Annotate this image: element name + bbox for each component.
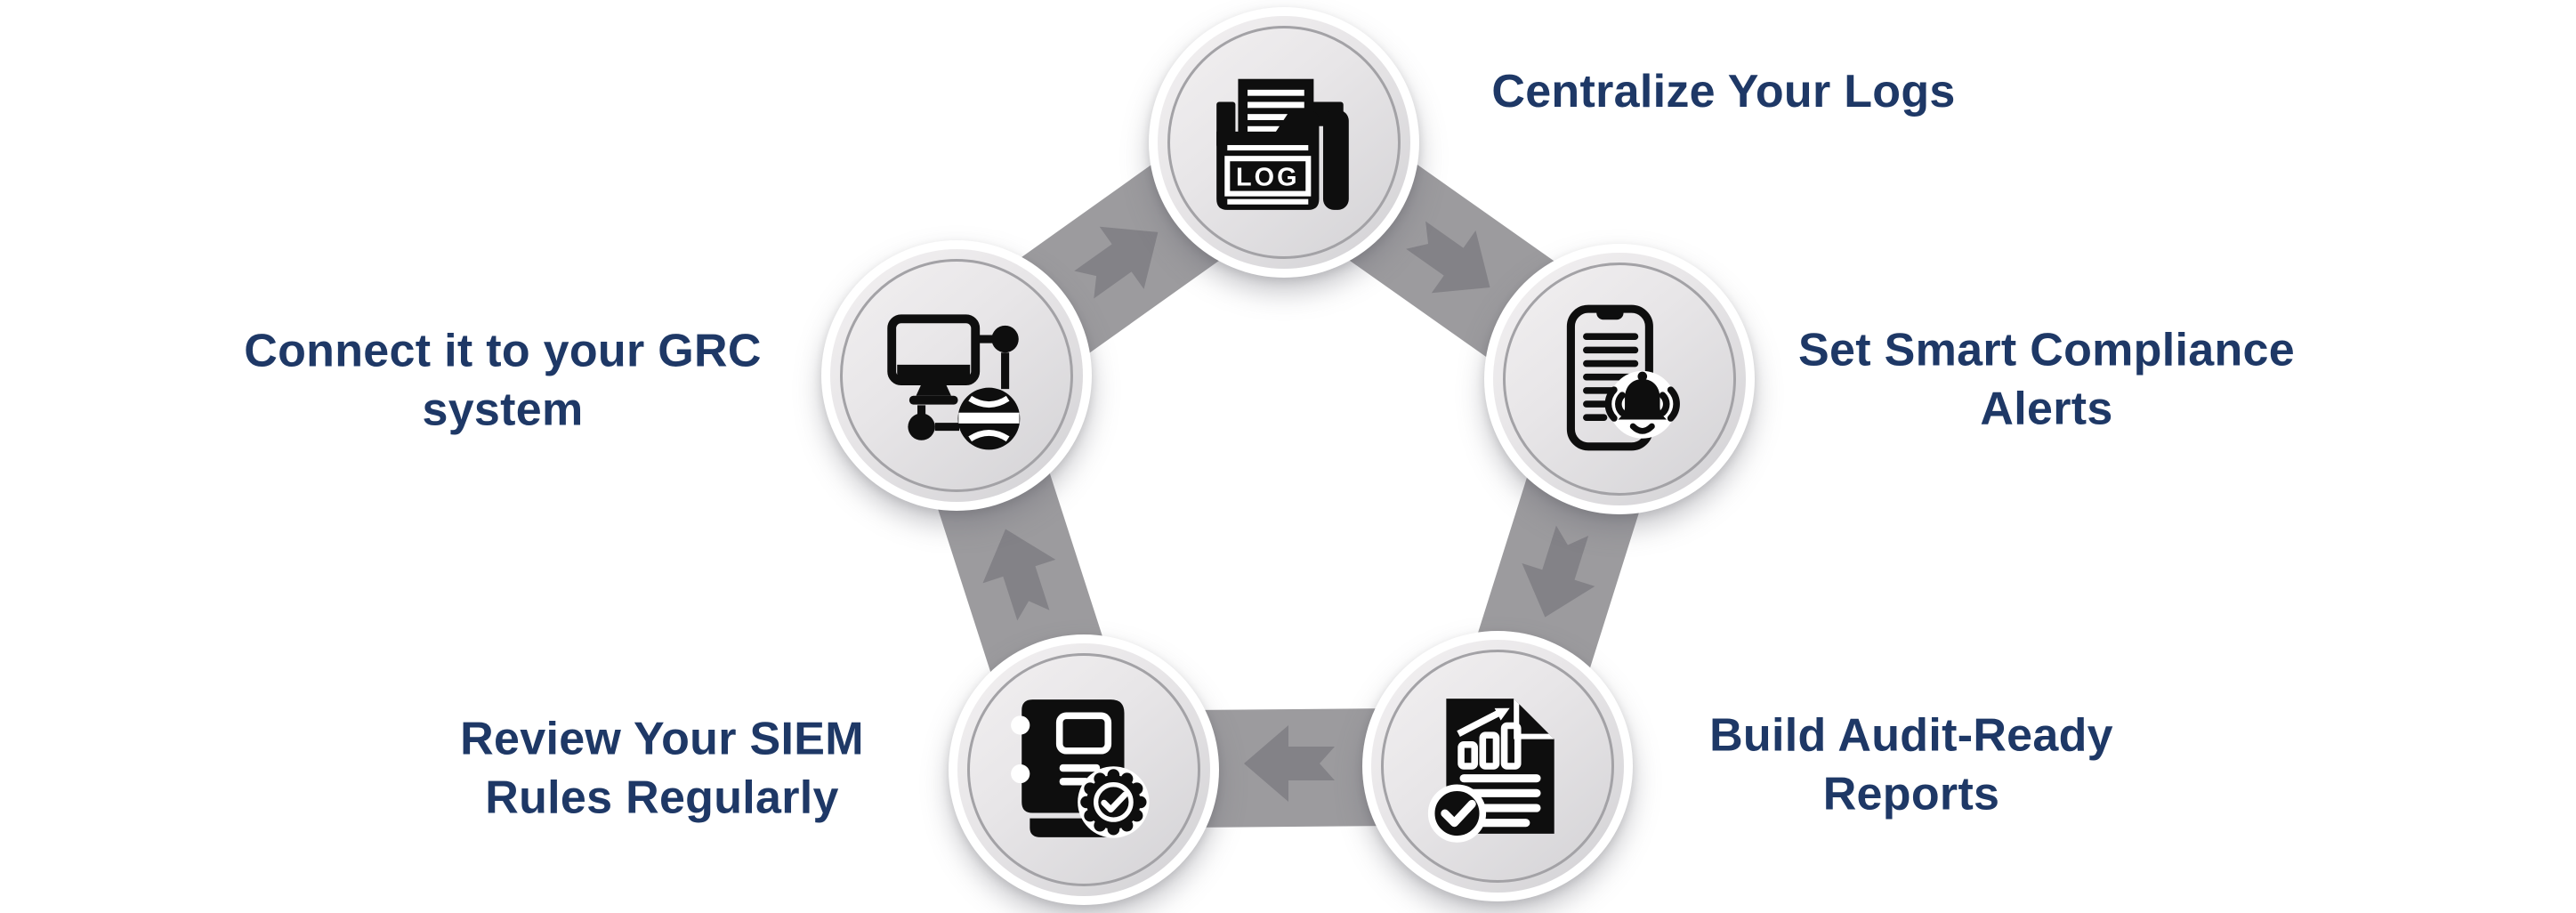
rulebook-approval-badge-icon bbox=[1011, 699, 1150, 838]
step-node-set-smart-compliance-alerts bbox=[1484, 244, 1755, 514]
step-label-set-smart-compliance-alerts: Set Smart Compliance Alerts bbox=[1798, 324, 2295, 434]
step-node-circle bbox=[1493, 253, 1746, 505]
approval-badge bbox=[1078, 766, 1150, 838]
log-label-text: LOG bbox=[1236, 164, 1300, 192]
step-label-review-siem-rules: Review Your SIEM Rules Regularly bbox=[460, 713, 864, 823]
step-node-circle bbox=[1371, 640, 1624, 893]
step-label-centralize-logs: Centralize Your Logs bbox=[1491, 66, 1956, 118]
step-node-build-audit-ready-reports bbox=[1362, 631, 1633, 901]
log-folder-icon: LOG bbox=[1216, 78, 1349, 210]
step-node-centralize-logs: LOG bbox=[1149, 7, 1419, 278]
document-alert-bell-icon bbox=[1566, 304, 1680, 451]
step-node-circle bbox=[957, 643, 1210, 896]
monitor-network-globe-icon bbox=[887, 314, 1021, 450]
step-node-review-siem-rules bbox=[949, 634, 1219, 905]
step-label-build-audit-ready-reports: Build Audit-Ready Reports bbox=[1709, 709, 2113, 820]
step-node-circle: LOG bbox=[1158, 16, 1410, 269]
chart-report-check-icon bbox=[1427, 699, 1554, 843]
step-label-connect-grc-system: Connect it to your GRC system bbox=[244, 325, 762, 435]
step-node-circle bbox=[830, 249, 1083, 502]
step-node-connect-grc-system bbox=[821, 240, 1092, 511]
